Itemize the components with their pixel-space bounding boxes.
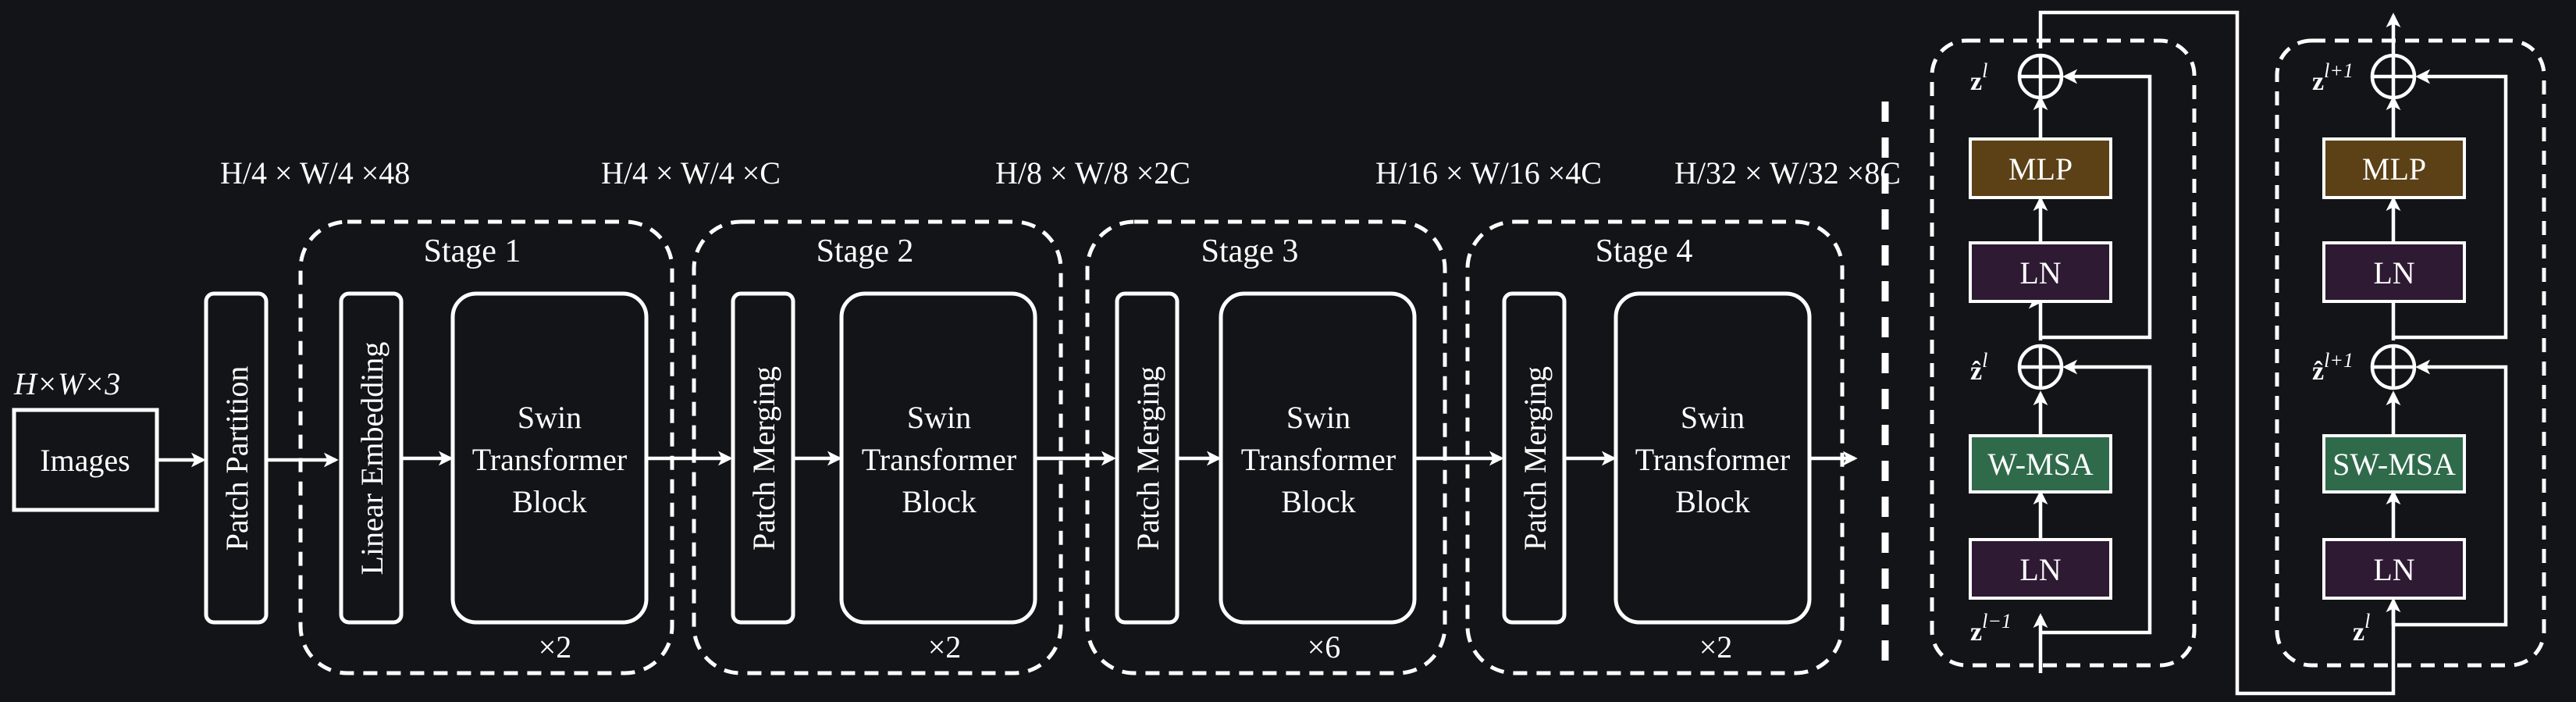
stage-1-block-line3: Block [512,484,587,519]
swmsa-residual-1 [2393,359,2508,627]
detail-block-swmsa-container [2275,38,2546,668]
swmsa-ln-top-label: LN [2373,255,2414,290]
shape-label-3: H/8 × W/8 ×2C [995,155,1190,191]
linear-embedding-label: Linear Embedding [354,342,390,575]
wmsa-ln-bottom-box [1969,538,2112,600]
stage-1-container [298,219,674,675]
wmsa-mlp-label: MLP [2008,151,2073,187]
input-dims-label: H×W×3 [13,366,120,401]
shape-label-5: H/32 × W/32 ×8C [1674,155,1901,191]
stage-4-patch-merging-label: Patch Merging [1517,366,1553,551]
swmsa-residual-2 [2393,69,2508,340]
wmsa-ln-top-label: LN [2019,255,2061,290]
swmsa-attn-label: SW-MSA [2332,447,2456,482]
wmsa-z-in-symbol: zl−1 [1970,610,2012,647]
stage-1: Stage 1 Linear Embedding Swin Transforme… [298,219,674,675]
block-connector-wire [2038,10,2396,696]
stage-3: Stage 3 Patch Merging Swin Transformer B… [1085,219,1447,675]
stage-2: Stage 2 Patch Merging Swin Transformer B… [692,219,1063,675]
stage-2-container [692,219,1063,675]
detail-block-swmsa: MLP LN SW-MSA LN zl+1 ẑl+1 zl [2275,12,2546,668]
wmsa-ln-bottom-label: LN [2019,552,2061,587]
wmsa-residual-1 [2041,359,2152,635]
stage-1-repeat: ×2 [539,629,572,665]
stage-2-repeat: ×2 [928,629,962,665]
wmsa-mlp-box [1969,137,2112,199]
stage-1-title: Stage 1 [424,233,521,269]
stage-3-block-line1: Swin [1286,400,1350,435]
stage-2-block-line2: Transformer [862,442,1017,477]
stage-3-container [1085,219,1447,675]
stage-1-block-line2: Transformer [472,442,628,477]
wmsa-ln-top-box [1969,241,2112,303]
swmsa-attn-box [2322,434,2466,494]
stage-1-block-line1: Swin [518,400,582,435]
stage-3-block-line3: Block [1281,484,1356,519]
stage-3-patch-merging-label: Patch Merging [1130,366,1165,551]
stage-3-repeat: ×6 [1308,629,1341,665]
stage-2-block-line1: Swin [907,400,971,435]
swmsa-z-out-symbol: zl+1 [2312,59,2354,96]
stage-3-title: Stage 3 [1201,233,1299,269]
stage-2-block-line3: Block [902,484,977,519]
stage-4: Stage 4 Patch Merging Swin Transformer B… [1465,219,1845,675]
swmsa-mlp-box [2322,137,2466,199]
swmsa-z-in-symbol: zl [2353,610,2370,647]
wmsa-z-hat-symbol: ẑl [1970,349,1987,386]
swmsa-ln-top-box [2322,241,2466,303]
wmsa-attn-label: W-MSA [1987,447,2094,482]
stage-4-block-line1: Swin [1681,400,1745,435]
images-label: Images [40,443,130,478]
shape-label-1: H/4 × W/4 ×48 [220,155,410,191]
stage-4-block-line2: Transformer [1635,442,1791,477]
patch-partition-box [204,291,269,625]
shape-label-2: H/4 × W/4 ×C [601,155,781,191]
detail-block-wmsa-container [1930,38,2197,668]
stage-4-title: Stage 4 [1596,233,1693,269]
stage-2-patch-merging-label: Patch Merging [746,366,781,551]
patch-partition-label: Patch Partition [219,366,254,551]
wmsa-residual-2 [2041,69,2152,340]
stage-4-container [1465,219,1845,675]
wmsa-attn-box [1969,434,2112,494]
swmsa-ln-bottom-box [2322,538,2466,600]
stage-4-repeat: ×2 [1699,629,1733,665]
stage-2-title: Stage 2 [817,233,914,269]
stage-3-block-line2: Transformer [1241,442,1397,477]
stage-4-block-line3: Block [1675,484,1750,519]
wmsa-z-out-symbol: zl [1970,59,1987,96]
swmsa-ln-bottom-label: LN [2373,552,2414,587]
swmsa-z-hat-symbol: ẑl+1 [2312,349,2354,386]
swmsa-mlp-label: MLP [2362,151,2426,187]
shape-label-4: H/16 × W/16 ×4C [1375,155,1602,191]
detail-block-wmsa: MLP LN W-MSA LN zl ẑl zl−1 [1930,31,2197,673]
